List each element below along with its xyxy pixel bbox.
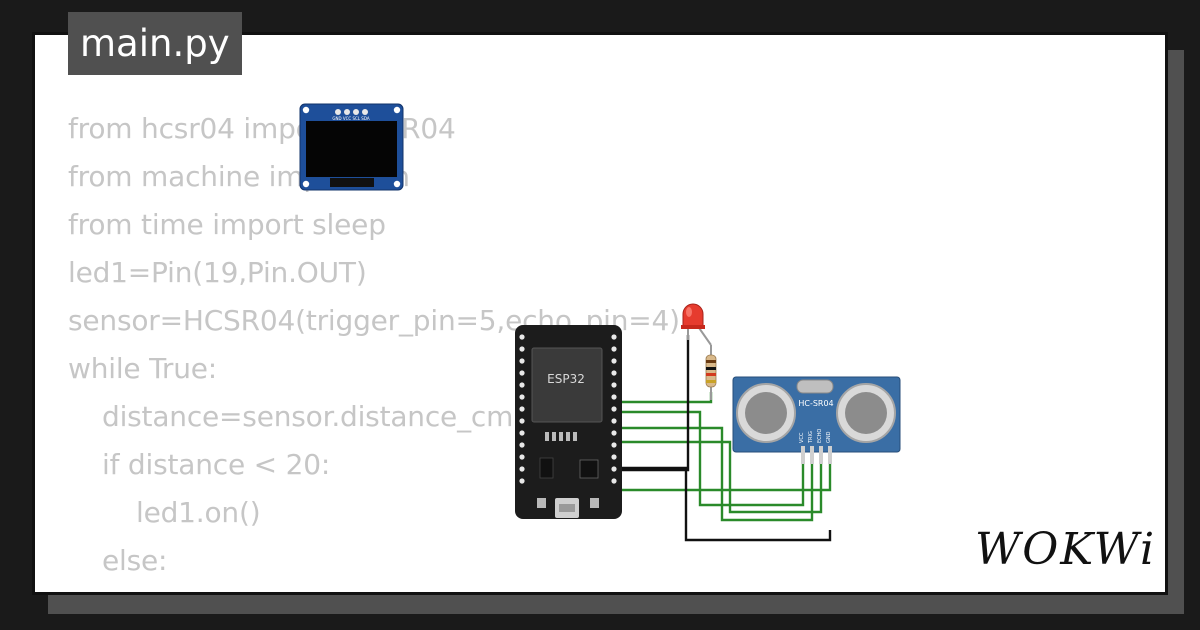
code-line: else: [102, 544, 168, 577]
red-led[interactable] [681, 303, 712, 346]
wire-trig [613, 426, 814, 522]
wires [613, 335, 832, 542]
code-line: led1.on() [136, 496, 261, 529]
code-line: led1=Pin(19,Pin.OUT) [68, 256, 367, 289]
esp32-right-pins [611, 334, 617, 484]
wire-vcc [613, 410, 805, 507]
sensor-label: HC-SR04 [798, 399, 833, 408]
wire-led-cathode [613, 335, 690, 472]
code-line: from time import sleep [68, 208, 386, 241]
code-line: if distance < 20: [102, 448, 331, 481]
resistor[interactable] [705, 345, 717, 400]
code-line: while True: [68, 352, 218, 385]
wire-gnd-black [613, 466, 832, 542]
esp32-left-pins [519, 334, 525, 484]
sensor-pins [801, 446, 832, 464]
wokwi-logo: WOKWi [975, 524, 1157, 575]
code-line: distance=sensor.distance_cm() [102, 400, 535, 433]
sensor-pin-label: VCC [799, 432, 805, 443]
oled-pin-labels: GND VCC SCL SDA [332, 116, 369, 121]
sensor-pin-label: GND [826, 431, 832, 443]
oled-display[interactable]: GND VCC SCL SDA [299, 103, 404, 191]
sensor-pin-label: TRIG [808, 431, 814, 444]
sensor-pin-label: ECHO [817, 429, 823, 443]
wire-led-to-board [613, 392, 713, 404]
esp32-board[interactable]: ESP32 [515, 325, 622, 519]
file-tab-main-py[interactable]: main.py [68, 12, 242, 75]
esp32-label: ESP32 [547, 372, 585, 386]
